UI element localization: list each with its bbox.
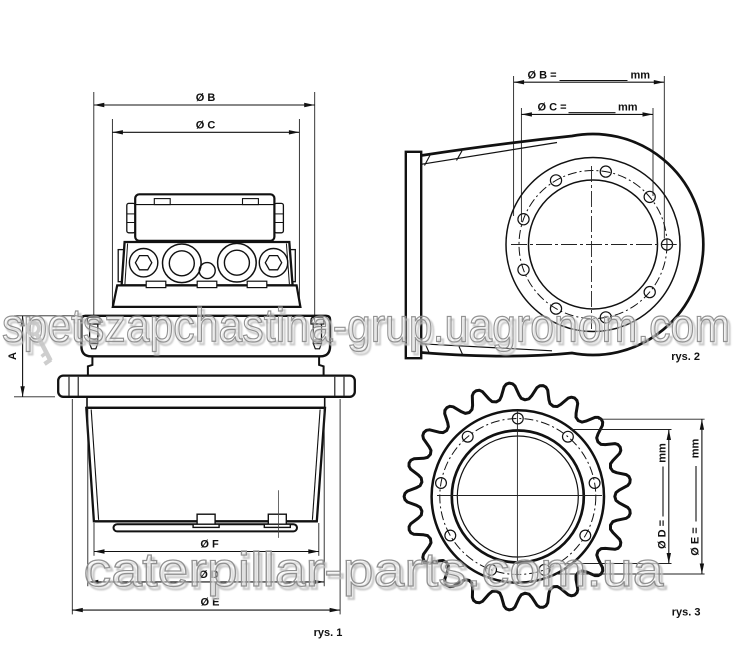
svg-text:mm: mm bbox=[657, 443, 669, 463]
svg-text:caterpillar-parts.com.ua: caterpillar-parts.com.ua bbox=[84, 544, 664, 597]
svg-text:Ø C =: Ø C = bbox=[538, 102, 567, 114]
svg-text:Ø D =: Ø D = bbox=[657, 520, 669, 549]
svg-text:spetszapchastina-grup.uagronom: spetszapchastina-grup.uagronom.com bbox=[5, 302, 733, 355]
svg-text:Ø D: Ø D bbox=[199, 569, 219, 581]
svg-text:Ø F: Ø F bbox=[200, 539, 219, 551]
svg-text:rys. 1: rys. 1 bbox=[314, 627, 343, 639]
svg-text:rys. 2: rys. 2 bbox=[671, 351, 700, 363]
svg-text:spetszapchastina-grup.uagronom: spetszapchastina-grup.uagronom.com bbox=[2, 299, 730, 352]
svg-text:mm: mm bbox=[618, 102, 638, 114]
svg-text:Ø E: Ø E bbox=[201, 597, 220, 609]
svg-text:Ø B =: Ø B = bbox=[528, 70, 557, 82]
svg-text:Ø E =: Ø E = bbox=[690, 527, 702, 555]
svg-text:mm: mm bbox=[690, 439, 702, 459]
svg-text:rys. 3: rys. 3 bbox=[672, 607, 701, 619]
svg-text:Ø B: Ø B bbox=[196, 92, 216, 104]
svg-text:caterpillar-parts.com.ua: caterpillar-parts.com.ua bbox=[86, 547, 666, 600]
svg-text:A: A bbox=[7, 352, 19, 360]
svg-text:mm: mm bbox=[631, 70, 651, 82]
svg-text:Ø C: Ø C bbox=[196, 120, 216, 132]
